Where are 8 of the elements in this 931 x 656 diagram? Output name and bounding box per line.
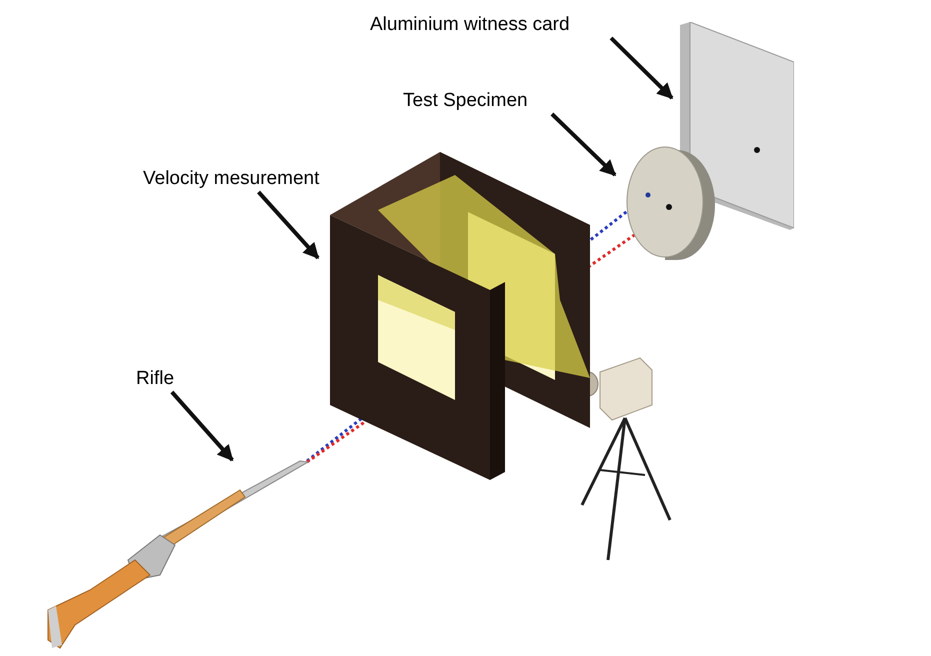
leader-arrow (550, 112, 616, 176)
part-label: Test Specimen (403, 89, 529, 113)
part-label: Rifle (136, 367, 176, 391)
leader-arrow (257, 190, 320, 260)
leader-arrow (610, 36, 674, 100)
part-label: Velocity mesurement (143, 167, 320, 191)
leader-arrow (170, 390, 234, 462)
part-label: Aluminium witness card (370, 13, 571, 37)
